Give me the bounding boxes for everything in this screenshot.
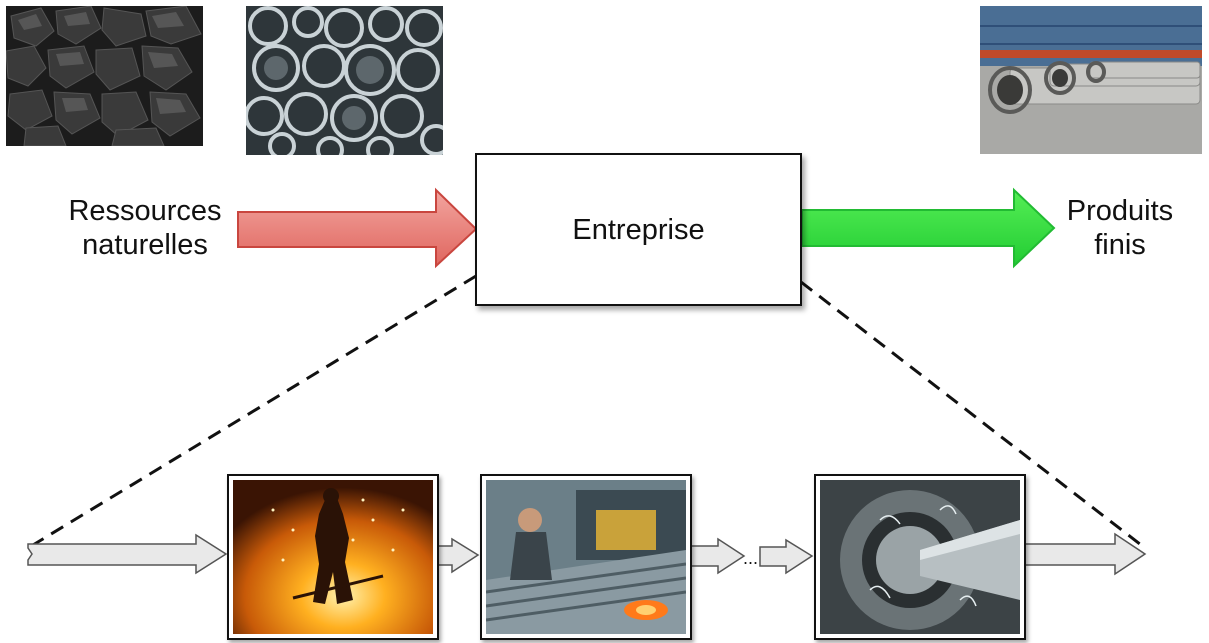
enterprise-label: Entreprise — [572, 214, 705, 246]
input-label: Ressources naturelles — [40, 194, 250, 262]
output-label-line1: Produits — [1066, 195, 1174, 227]
machining-photo — [820, 480, 1020, 634]
flow-arrow-4 — [759, 538, 814, 575]
finished-pipes-photo — [980, 6, 1202, 154]
enterprise-box: Entreprise — [475, 153, 802, 306]
coal-photo — [6, 6, 203, 146]
output-label: Produits finis — [1045, 194, 1195, 262]
flow-arrow-3 — [689, 537, 746, 575]
input-label-line2: naturelles — [82, 229, 208, 261]
output-arrow — [801, 187, 1056, 269]
input-arrow — [237, 187, 478, 269]
steel-furnace-frame — [227, 474, 439, 640]
rolling-mill-photo — [486, 480, 686, 634]
flow-arrow-start — [27, 533, 228, 575]
steel-tubes-photo — [246, 6, 443, 155]
rolling-mill-frame — [480, 474, 692, 640]
left-dashed-line — [27, 274, 477, 550]
machining-frame — [814, 474, 1026, 640]
output-label-line2: finis — [1094, 229, 1146, 261]
flow-arrow-end — [1024, 532, 1147, 576]
ellipsis-text: ... — [743, 548, 759, 568]
right-dashed-line — [800, 280, 1146, 550]
input-label-line1: Ressources — [68, 195, 222, 227]
flow-arrow-2 — [437, 537, 480, 574]
steel-furnace-photo — [233, 480, 433, 634]
